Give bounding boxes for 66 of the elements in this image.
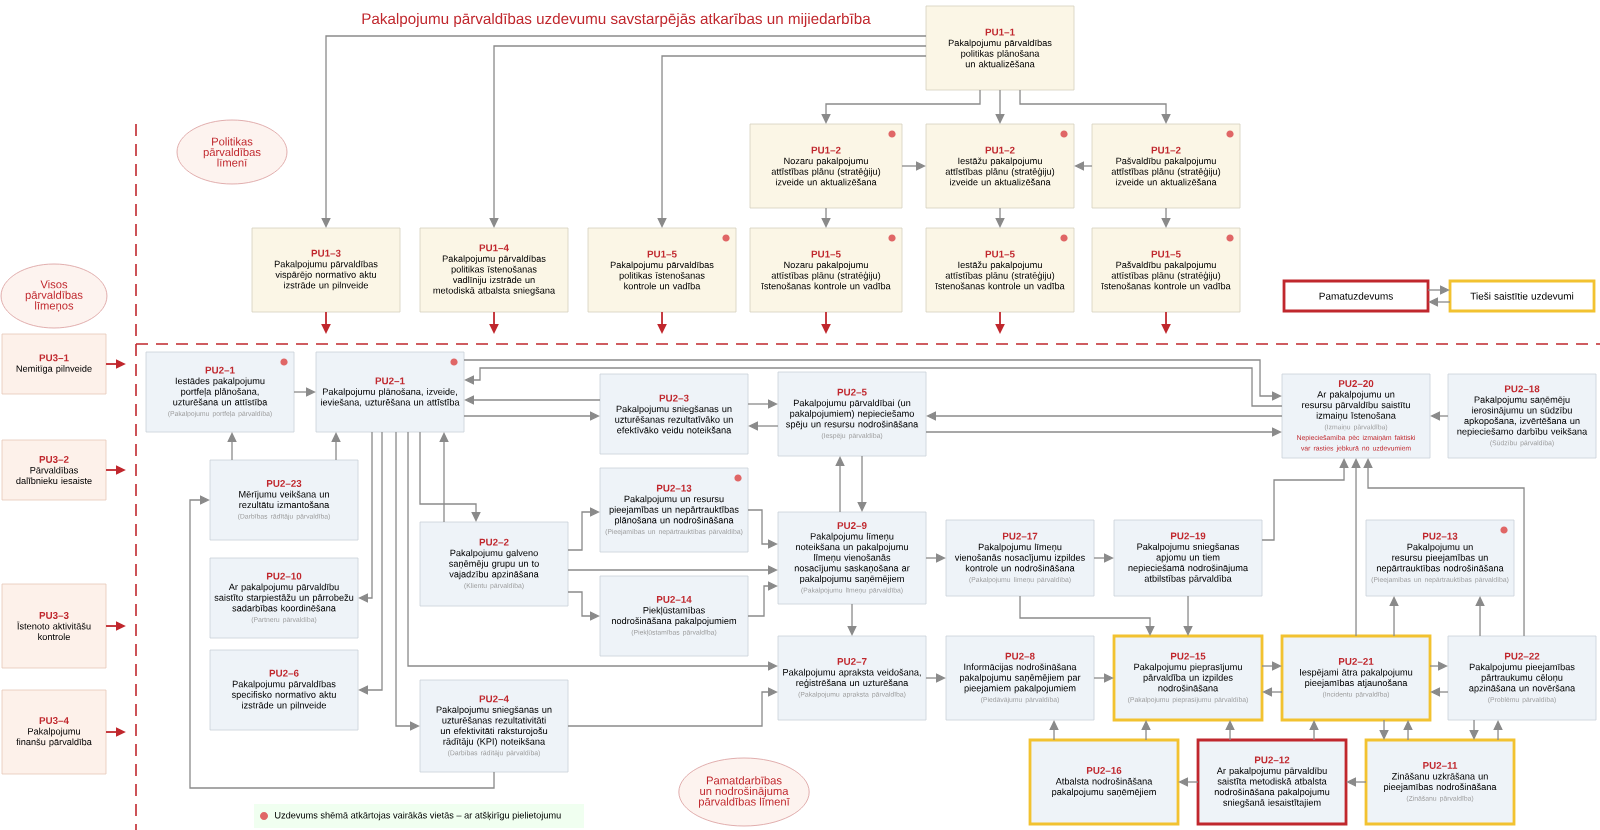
arrow	[925, 553, 946, 563]
arrow	[925, 427, 1282, 437]
arrow	[1161, 207, 1171, 228]
arrow	[1389, 596, 1399, 637]
arrow	[747, 581, 778, 617]
arrow	[321, 35, 927, 228]
arrow	[925, 673, 946, 683]
arrow	[926, 411, 1283, 421]
arrow	[747, 399, 778, 409]
arrow	[464, 367, 1283, 407]
arrow	[1346, 777, 1367, 787]
arrow	[567, 565, 778, 575]
arrow	[189, 495, 495, 789]
arrow	[419, 431, 481, 522]
arrow	[567, 507, 600, 551]
arrow	[407, 431, 778, 671]
arrow	[1225, 720, 1235, 741]
arrow	[1019, 89, 1171, 124]
arrow	[847, 603, 857, 636]
arrow	[748, 421, 779, 431]
arrow	[1379, 719, 1389, 740]
arrow	[821, 207, 831, 228]
arrow	[1493, 720, 1503, 741]
arrow	[1261, 458, 1349, 541]
arrow	[1351, 458, 1361, 637]
arrow	[1141, 720, 1151, 741]
arrow	[1093, 553, 1114, 563]
arrow	[995, 207, 1005, 228]
arrow	[227, 432, 237, 461]
arrow	[1093, 673, 1114, 683]
arrow	[464, 395, 601, 405]
arrow	[1403, 720, 1413, 741]
arrow	[747, 509, 778, 549]
arrow	[1183, 595, 1193, 636]
arrow	[1049, 720, 1059, 741]
arrow	[358, 431, 383, 695]
arrow	[901, 161, 926, 171]
arrow	[331, 432, 341, 461]
arrow	[995, 89, 1005, 124]
arrow	[1363, 458, 1525, 637]
arrow	[1178, 777, 1199, 787]
arrow	[1262, 687, 1283, 697]
arrow	[1261, 661, 1282, 671]
arrow	[293, 387, 316, 397]
arrow	[1430, 411, 1449, 421]
arrow	[358, 431, 373, 603]
arrow	[1074, 161, 1093, 171]
arrow	[567, 687, 778, 727]
arrow	[1428, 297, 1451, 307]
arrow	[1309, 720, 1319, 741]
arrow	[857, 455, 867, 512]
arrow	[821, 89, 981, 124]
arrow	[1019, 595, 1155, 636]
arrow	[395, 431, 420, 731]
arrow	[1427, 285, 1450, 295]
arrow	[1475, 596, 1485, 637]
arrow	[657, 55, 927, 228]
arrow	[463, 359, 1282, 401]
arrow	[439, 432, 449, 523]
arrow	[1469, 719, 1479, 740]
arrow	[489, 45, 927, 228]
arrow	[567, 591, 600, 621]
arrow	[463, 411, 600, 421]
arrow	[1429, 661, 1448, 671]
arrow	[835, 456, 845, 513]
arrow	[1430, 687, 1449, 697]
